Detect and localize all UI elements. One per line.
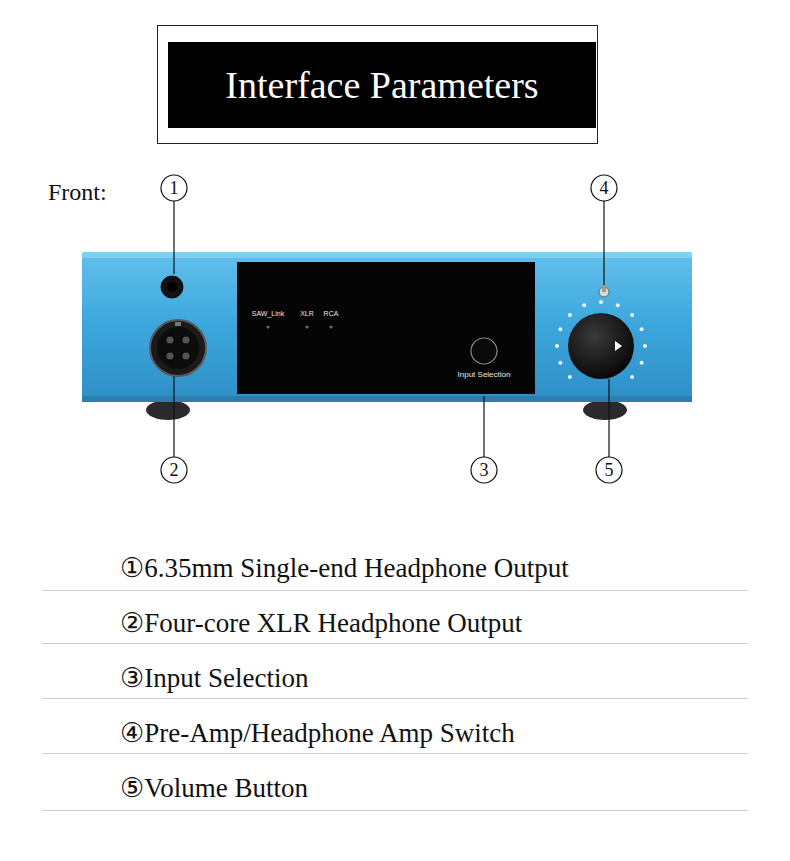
title-text: Interface Parameters xyxy=(225,63,538,107)
xlr-pin xyxy=(167,353,174,360)
scale-dot xyxy=(558,327,562,331)
scale-dot xyxy=(599,300,603,304)
foot xyxy=(583,400,627,420)
xlr-pin xyxy=(183,353,190,360)
status-led xyxy=(329,325,332,328)
divider xyxy=(42,810,748,811)
legend-row: ①6.35mm Single-end Headphone Output xyxy=(120,552,569,584)
scale-dot xyxy=(643,344,647,348)
xlr-pin xyxy=(183,337,190,344)
legend-row: ②Four-core XLR Headphone Output xyxy=(120,607,522,639)
scale-dot xyxy=(640,327,644,331)
leader-line xyxy=(173,201,174,274)
divider xyxy=(42,753,748,754)
volume-scale xyxy=(555,300,647,379)
indicator-label: SAW_Link xyxy=(252,310,284,317)
volume-knob xyxy=(568,313,634,379)
leader-line xyxy=(608,379,609,457)
callout-number: 3 xyxy=(480,460,489,481)
title-box xyxy=(168,42,596,128)
divider xyxy=(42,643,748,644)
indicator-label: XLR xyxy=(300,310,314,317)
indicator-label: RCA xyxy=(324,310,339,317)
callouts xyxy=(161,175,622,483)
status-led xyxy=(305,325,308,328)
scale-dot xyxy=(568,313,572,317)
callout-circle xyxy=(161,175,187,201)
scale-dot xyxy=(568,375,572,379)
callout-circle xyxy=(591,175,617,201)
callout-number: 5 xyxy=(605,460,614,481)
display-window: SAW_Link XLR RCA Input Selection xyxy=(237,262,535,394)
callout-number: 4 xyxy=(600,178,609,199)
legend-row: ⑤Volume Button xyxy=(120,772,308,804)
headphone-jack xyxy=(161,276,183,298)
status-led xyxy=(266,325,269,328)
scale-dot xyxy=(616,303,620,307)
divider xyxy=(42,698,748,699)
scale-dot xyxy=(555,344,559,348)
leader-line xyxy=(483,396,484,457)
view-label: Front: xyxy=(48,179,107,206)
scale-dot xyxy=(630,375,634,379)
leader-line xyxy=(173,376,174,457)
divider xyxy=(42,590,748,591)
xlr-jack-face xyxy=(157,327,199,369)
scale-dot xyxy=(640,361,644,365)
row-dividers xyxy=(42,591,748,811)
title-frame xyxy=(158,26,598,144)
foot xyxy=(146,400,190,420)
scale-dot xyxy=(582,303,586,307)
xlr-jack xyxy=(150,320,206,376)
callout-circle xyxy=(471,457,497,483)
callout-number: 2 xyxy=(170,460,179,481)
knob-pointer xyxy=(615,341,622,351)
leader-line xyxy=(603,201,604,285)
callout-number: 1 xyxy=(170,178,179,199)
legend-row: ③Input Selection xyxy=(120,662,308,694)
headphone-jack-hole xyxy=(167,282,177,292)
scale-dot xyxy=(630,313,634,317)
callout-circle xyxy=(161,457,187,483)
legend-row: ④Pre-Amp/Headphone Amp Switch xyxy=(120,717,515,749)
input-button xyxy=(471,338,497,364)
toggle-lever xyxy=(602,284,606,292)
xlr-pin xyxy=(167,337,174,344)
button-label: Input Selection xyxy=(458,370,511,379)
scale-dot xyxy=(558,361,562,365)
xlr-latch xyxy=(175,322,181,326)
callout-circle xyxy=(596,457,622,483)
